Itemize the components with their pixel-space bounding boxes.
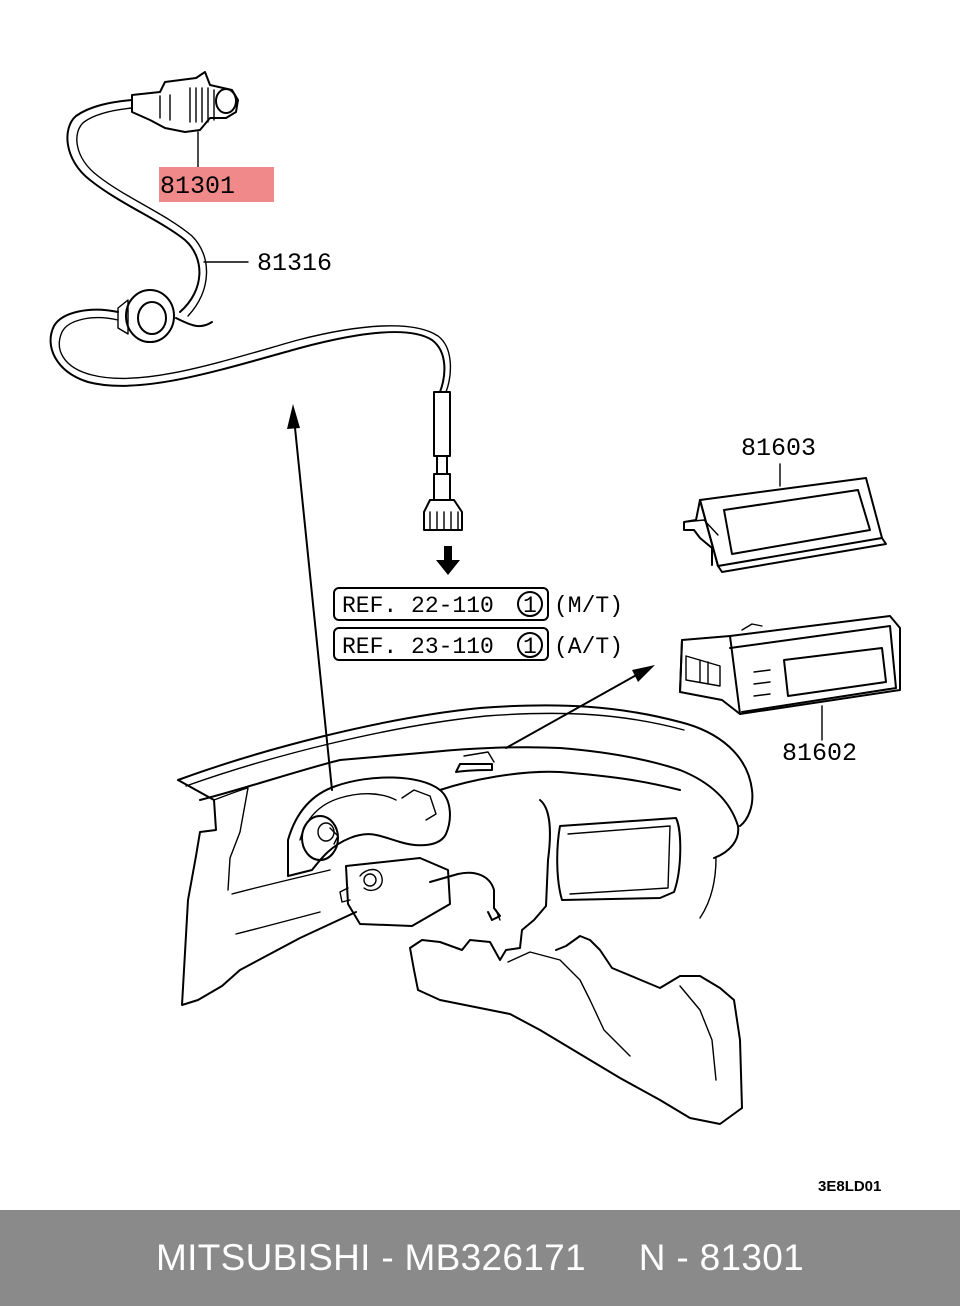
- unit-81603-drawing: [683, 463, 887, 573]
- parts-diagram: 81301 81316 81603 81602 REF. 22-110 1 (M…: [49, 71, 901, 1195]
- part-label-81301: 81301: [160, 172, 235, 201]
- speedometer-cable: [49, 71, 463, 531]
- reference-text-1: REF. 22-110: [342, 593, 494, 619]
- part-label-81316: 81316: [257, 249, 332, 278]
- highlight-box: [159, 167, 274, 202]
- reference-circled-1: 1: [523, 593, 537, 619]
- footer-part-info: MITSUBISHI - MB326171 N - 81301: [156, 1237, 804, 1278]
- footer-bar: MITSUBISHI - MB326171 N - 81301: [0, 1210, 960, 1306]
- arrow-to-unit-icon: [505, 665, 655, 749]
- part-label-81602: 81602: [782, 739, 857, 768]
- arrow-to-cable-icon: [287, 404, 333, 791]
- reference-circled-2: 1: [523, 634, 537, 660]
- reference-box-2[interactable]: REF. 23-110 1 (A/T): [333, 627, 623, 661]
- cable-grommet: [117, 289, 175, 343]
- cable-end-fitting: [423, 391, 463, 531]
- dashboard-drawing: [177, 704, 754, 1125]
- down-arrow-icon: [436, 546, 460, 575]
- diagram-code: 3E8LD01: [818, 1178, 881, 1195]
- reference-suffix-2: (A/T): [554, 634, 623, 660]
- cable-connector-top: [131, 71, 239, 171]
- reference-text-2: REF. 23-110: [342, 634, 494, 660]
- reference-box-1[interactable]: REF. 22-110 1 (M/T): [333, 587, 623, 621]
- part-label-81603: 81603: [741, 434, 816, 463]
- unit-81602-drawing: [679, 615, 901, 741]
- reference-suffix-1: (M/T): [554, 593, 623, 619]
